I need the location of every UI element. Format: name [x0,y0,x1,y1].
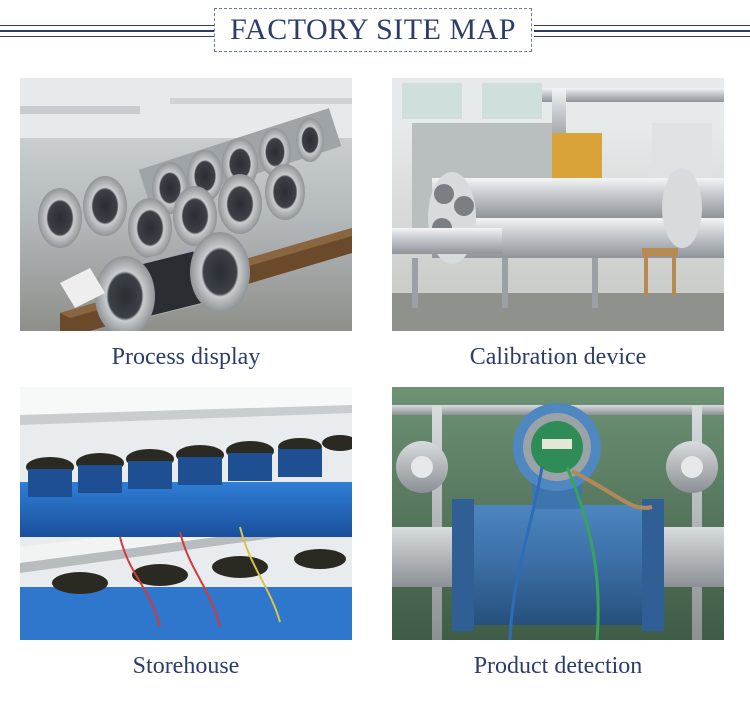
process-display-photo [20,78,352,331]
photo-card-storehouse: Storehouse [20,387,352,682]
title-frame: FACTORY SITE MAP [214,8,532,52]
storehouse-photo [20,387,352,640]
caption-product-detection: Product detection [473,653,643,679]
page-header: FACTORY SITE MAP [0,0,750,62]
header-rule-left [0,25,214,39]
caption-process-display: Process display [111,344,261,370]
product-detection-photo [392,387,724,640]
photo-card-calibration-device: Calibration device [392,78,724,373]
photo-card-process-display: Process display [20,78,352,373]
header-rule-right [534,25,750,39]
calibration-device-photo [392,78,724,331]
page-title: FACTORY SITE MAP [230,13,516,46]
caption-calibration-device: Calibration device [469,344,647,370]
photo-card-product-detection: Product detection [392,387,724,682]
caption-storehouse: Storehouse [132,653,240,679]
